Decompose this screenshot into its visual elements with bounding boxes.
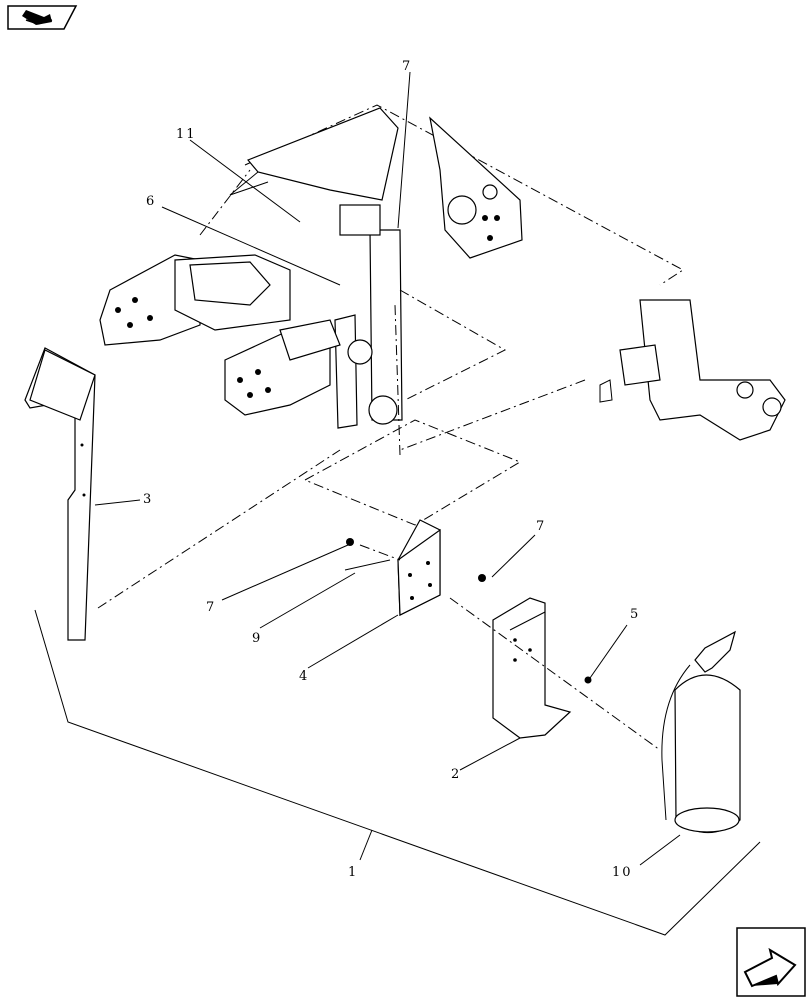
callout-5: 5 <box>630 607 640 622</box>
callout-labels: 7 11 6 3 7 7 9 4 5 2 10 1 <box>143 59 640 880</box>
leader-lines <box>34 71 761 936</box>
next-page-arrow-icon[interactable] <box>736 927 806 997</box>
extinguisher-holder-part-2 <box>449 597 661 751</box>
mounting-bracket-part-4 <box>344 519 486 616</box>
callout-6: 6 <box>146 194 156 209</box>
callout-7-top: 7 <box>402 59 412 74</box>
callout-7-left: 7 <box>206 600 216 615</box>
side-panel-part-3 <box>24 347 341 641</box>
frame-assembly <box>99 104 786 526</box>
callout-9: 9 <box>252 631 262 646</box>
callout-4: 4 <box>299 669 309 684</box>
callout-2: 2 <box>451 767 461 782</box>
callout-11: 11 <box>176 127 197 142</box>
callout-1: 1 <box>348 865 358 880</box>
fire-extinguisher-part-10 <box>661 630 741 833</box>
callout-10: 10 <box>612 865 633 880</box>
callout-7-right: 7 <box>536 519 546 534</box>
book-icon[interactable] <box>7 5 78 30</box>
callout-3: 3 <box>143 492 153 507</box>
